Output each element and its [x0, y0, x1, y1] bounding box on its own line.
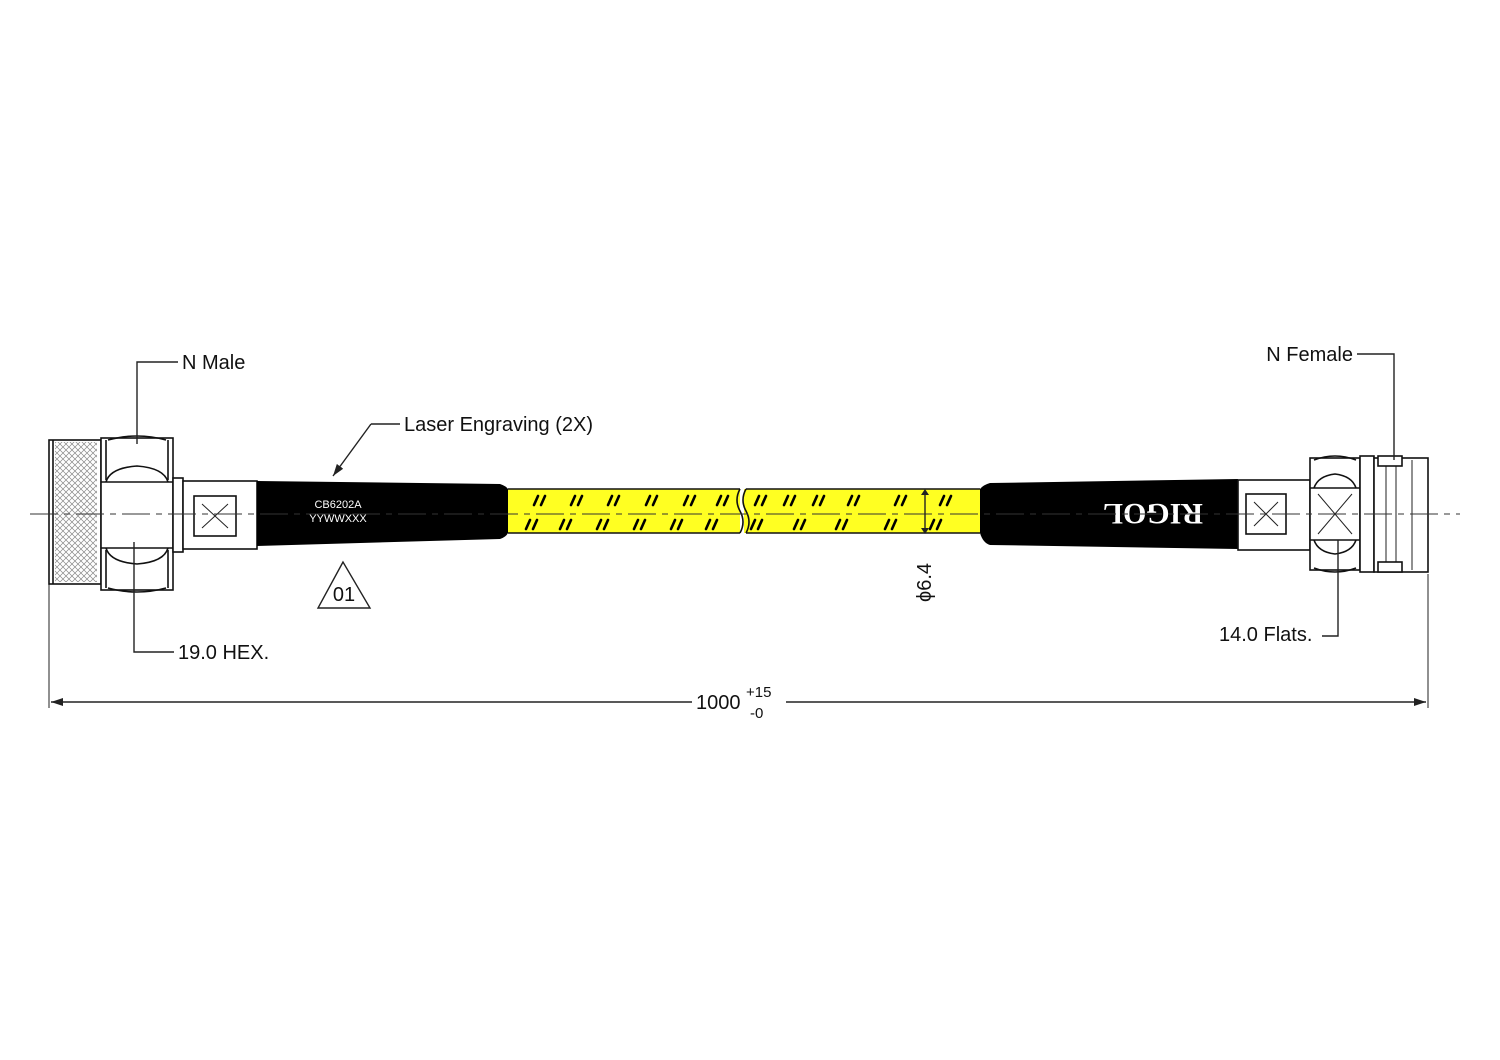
n-male-leader [136, 361, 178, 444]
diameter-label: ϕ6.4 [914, 563, 936, 602]
laser-engraving-label: Laser Engraving (2X) [404, 414, 593, 436]
cable-jacket-right [744, 489, 980, 533]
n-female-leader [1357, 353, 1395, 460]
revision-triangle [316, 560, 372, 609]
flats-leader [1322, 540, 1339, 637]
cable-jacket-left [508, 489, 740, 533]
revision-label: 01 [333, 584, 355, 606]
length-upper-tolerance: +15 [746, 684, 771, 701]
left-boot [257, 481, 508, 546]
break-line-left [736, 488, 744, 534]
hex-label: 19.0 HEX. [178, 642, 269, 664]
female-barrel [1373, 457, 1429, 573]
n-female-label: N Female [1266, 344, 1353, 366]
flats-label: 14.0 Flats. [1219, 624, 1312, 646]
break-line-right [742, 488, 750, 534]
engraving-line1: CB6202A [314, 499, 362, 511]
length-nominal: 1000 [696, 692, 741, 714]
knurl-pattern [55, 442, 97, 582]
hex-leader [133, 542, 174, 653]
n-male-label: N Male [182, 352, 245, 374]
laser-engraving-leader [332, 423, 372, 477]
engraving-line2: YYWWXXX [309, 513, 367, 525]
length-lower-tolerance: -0 [750, 705, 763, 722]
